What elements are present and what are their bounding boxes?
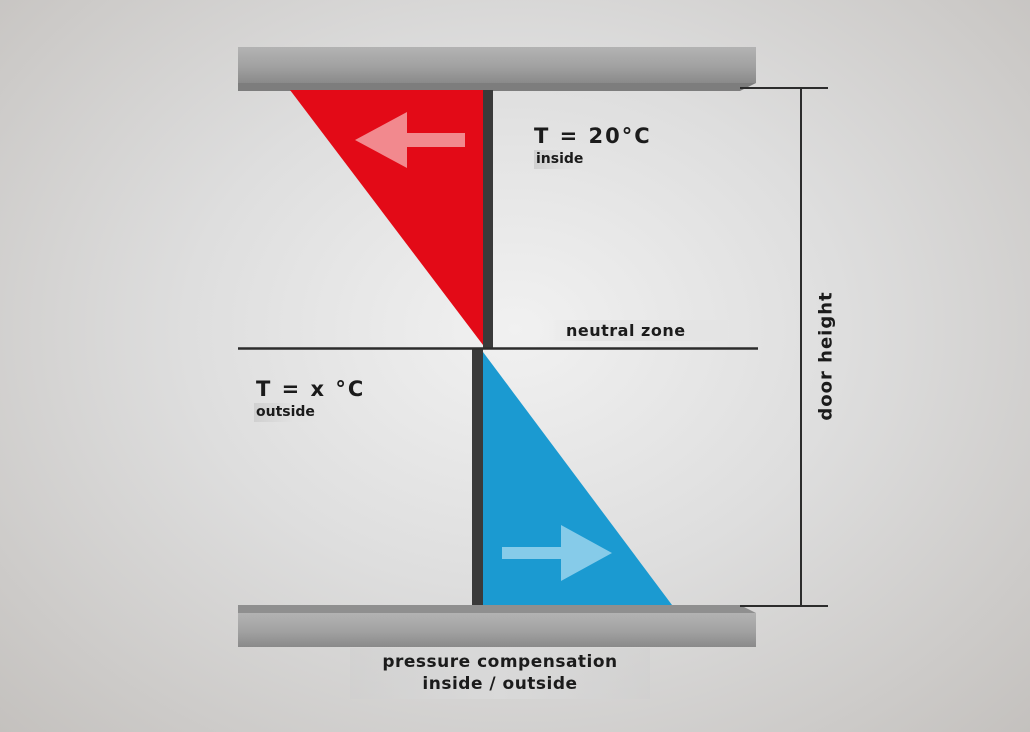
top-frame — [238, 47, 756, 91]
pressure-compensation-caption: pressure compensation inside / outside — [350, 648, 650, 699]
door-panel-lower — [472, 348, 483, 605]
pressure-caption-line-2: inside / outside — [422, 674, 578, 694]
cold-air-inflow — [483, 352, 672, 605]
warm-air-outflow — [290, 90, 483, 345]
pressure-caption-line-1: pressure compensation — [382, 652, 618, 672]
outside-temperature-label: T = x °C — [256, 377, 366, 401]
outside-tag: outside — [254, 403, 319, 422]
arrow-right-icon — [502, 525, 612, 581]
inside-tag: inside — [534, 150, 588, 169]
arrow-left-icon — [355, 112, 465, 168]
bottom-frame — [238, 605, 756, 647]
door-height-dimension — [740, 87, 828, 607]
inside-temperature-label: T = 20°C — [534, 124, 652, 148]
door-panel-upper — [483, 90, 493, 348]
door-height-label: door height — [815, 291, 837, 421]
neutral-zone-label: neutral zone — [548, 320, 728, 341]
